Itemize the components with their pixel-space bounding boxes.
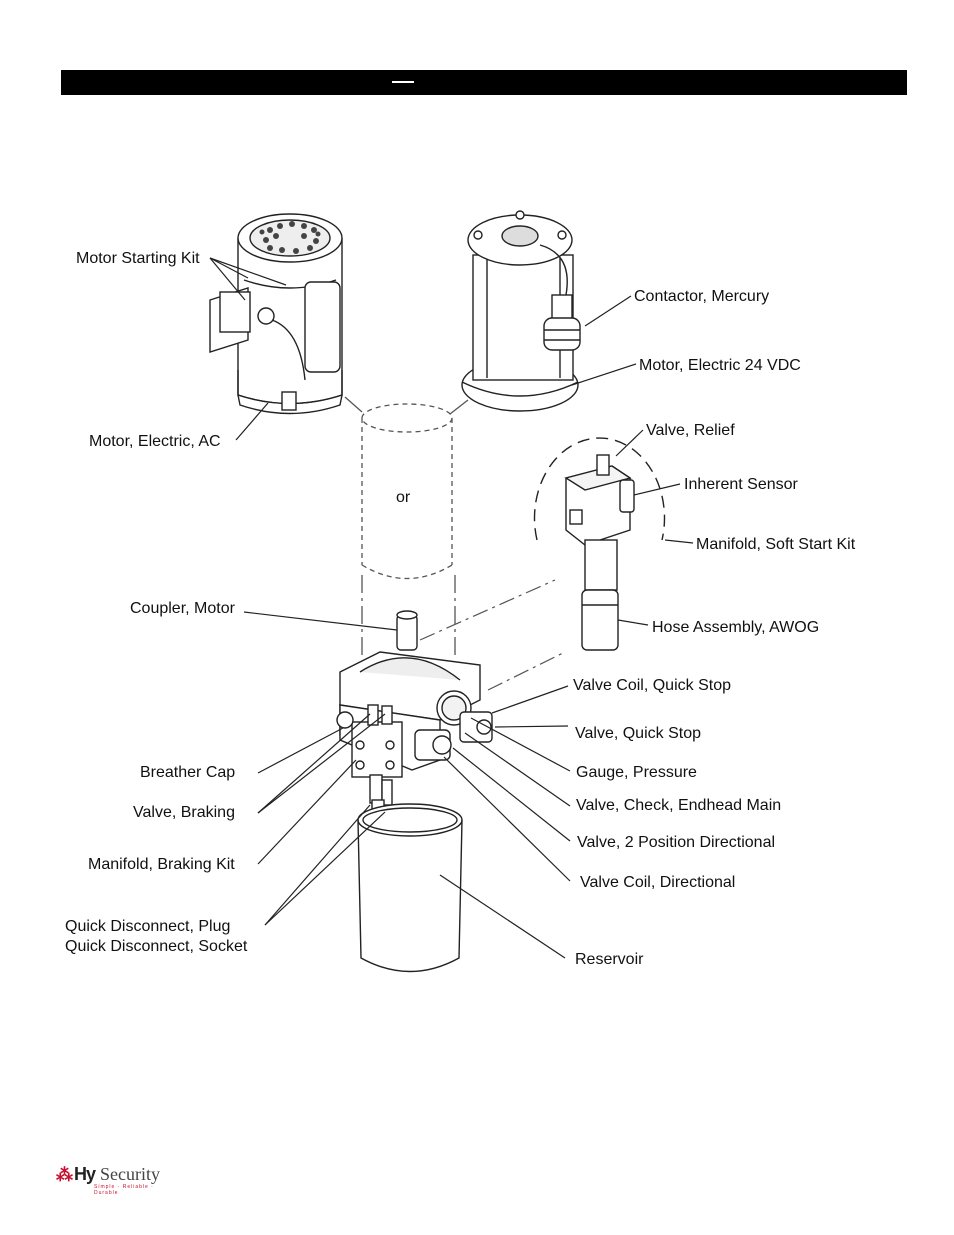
logo-brand-security: Security [100,1164,160,1184]
alternative-motor-placeholder [344,396,469,660]
header-bar [61,70,907,95]
label-valve-2-position-directional: Valve, 2 Position Directional [577,834,775,851]
label-valve-relief: Valve, Relief [646,422,735,439]
hose-dashdot-connector [487,651,566,691]
soft-start-dashdot-connector [419,579,556,641]
soft-start-manifold-drawing [533,437,666,651]
dc-motor-drawing [461,210,581,412]
label-valve-check-endhead-main: Valve, Check, Endhead Main [576,797,781,814]
label-hose-assembly-awog: Hose Assembly, AWOG [652,619,819,636]
leader-lines [209,257,694,959]
label-quick-disconnect-plug: Quick Disconnect, Plug [65,918,230,935]
hysecurity-logo: ⁂ Hy Security Simple · Reliable · Durabl… [56,1163,166,1196]
label-manifold-braking-kit: Manifold, Braking Kit [88,856,235,873]
label-valve-coil-directional: Valve Coil, Directional [580,874,735,891]
reservoir-drawing [357,803,463,973]
label-gauge-pressure: Gauge, Pressure [576,764,697,781]
label-valve-coil-quick-stop: Valve Coil, Quick Stop [573,677,731,694]
label-manifold-soft-start-kit: Manifold, Soft Start Kit [696,536,856,553]
label-reservoir: Reservoir [575,951,644,968]
label-coupler-motor: Coupler, Motor [130,600,236,617]
label-motor-starting-kit: Motor Starting Kit [76,250,200,267]
logo-tagline: Simple · Reliable · Durable [94,1184,154,1196]
label-inherent-sensor: Inherent Sensor [684,476,799,493]
label-contactor-mercury: Contactor, Mercury [634,288,769,305]
header-dash [392,81,414,83]
logo-brand-hy: Hy [74,1164,96,1184]
logo-mark-icon: ⁂ [56,1165,73,1184]
label-motor-electric-24vdc: Motor, Electric 24 VDC [639,357,801,374]
label-valve-braking: Valve, Braking [133,804,235,821]
main-manifold-drawing [336,610,493,821]
ac-motor-drawing [209,213,343,415]
label-breather-cap: Breather Cap [140,764,235,781]
callout-labels: Motor Starting Kit Contactor, Mercury Mo… [65,250,856,968]
label-motor-electric-ac: Motor, Electric, AC [89,433,221,450]
label-quick-disconnect-socket: Quick Disconnect, Socket [65,938,248,955]
or-label: or [396,489,411,506]
label-valve-quick-stop: Valve, Quick Stop [575,725,701,742]
